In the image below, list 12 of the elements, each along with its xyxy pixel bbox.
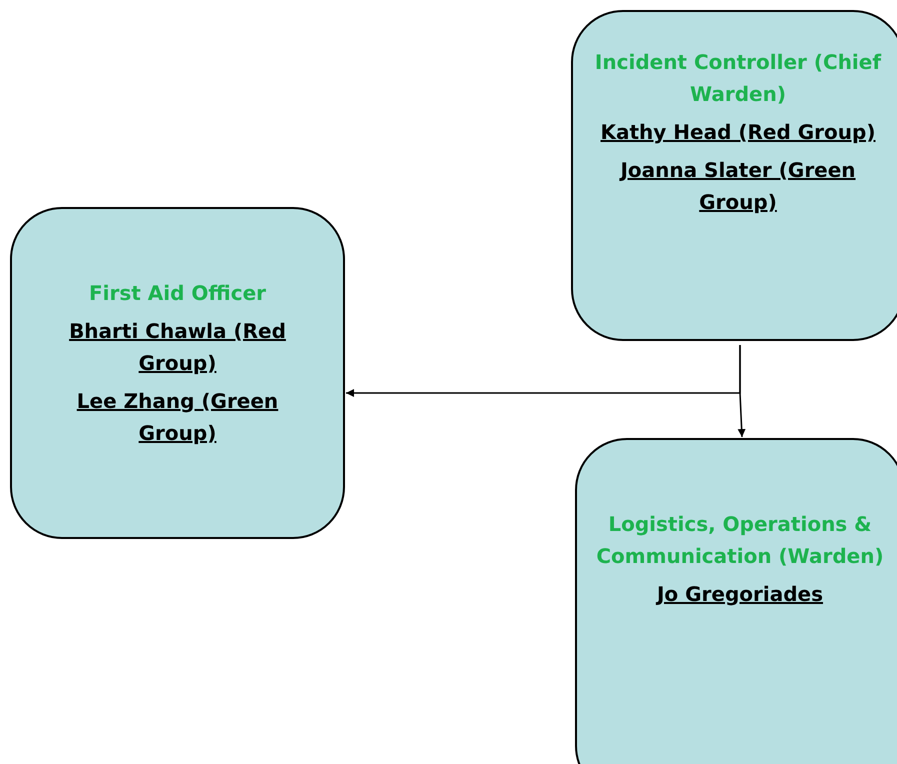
- role-box: [10, 207, 345, 539]
- role-box: [571, 10, 897, 341]
- person-name: Kathy Head (Red Group): [600, 119, 876, 146]
- person-name: Jo Gregoriades: [656, 581, 824, 608]
- role-title: Incident Controller (Chief Warden): [594, 49, 882, 108]
- person-name: Bharti Chawla (Red Group): [68, 318, 287, 377]
- role-title: First Aid Officer: [88, 280, 266, 307]
- role-box: [575, 438, 897, 764]
- person-name: Joanna Slater (Green Group): [618, 157, 857, 216]
- person-name: Lee Zhang (Green Group): [76, 388, 280, 447]
- role-title: Logistics, Operations & Communication (Warden): [595, 511, 885, 570]
- connector-arrow: [738, 345, 746, 438]
